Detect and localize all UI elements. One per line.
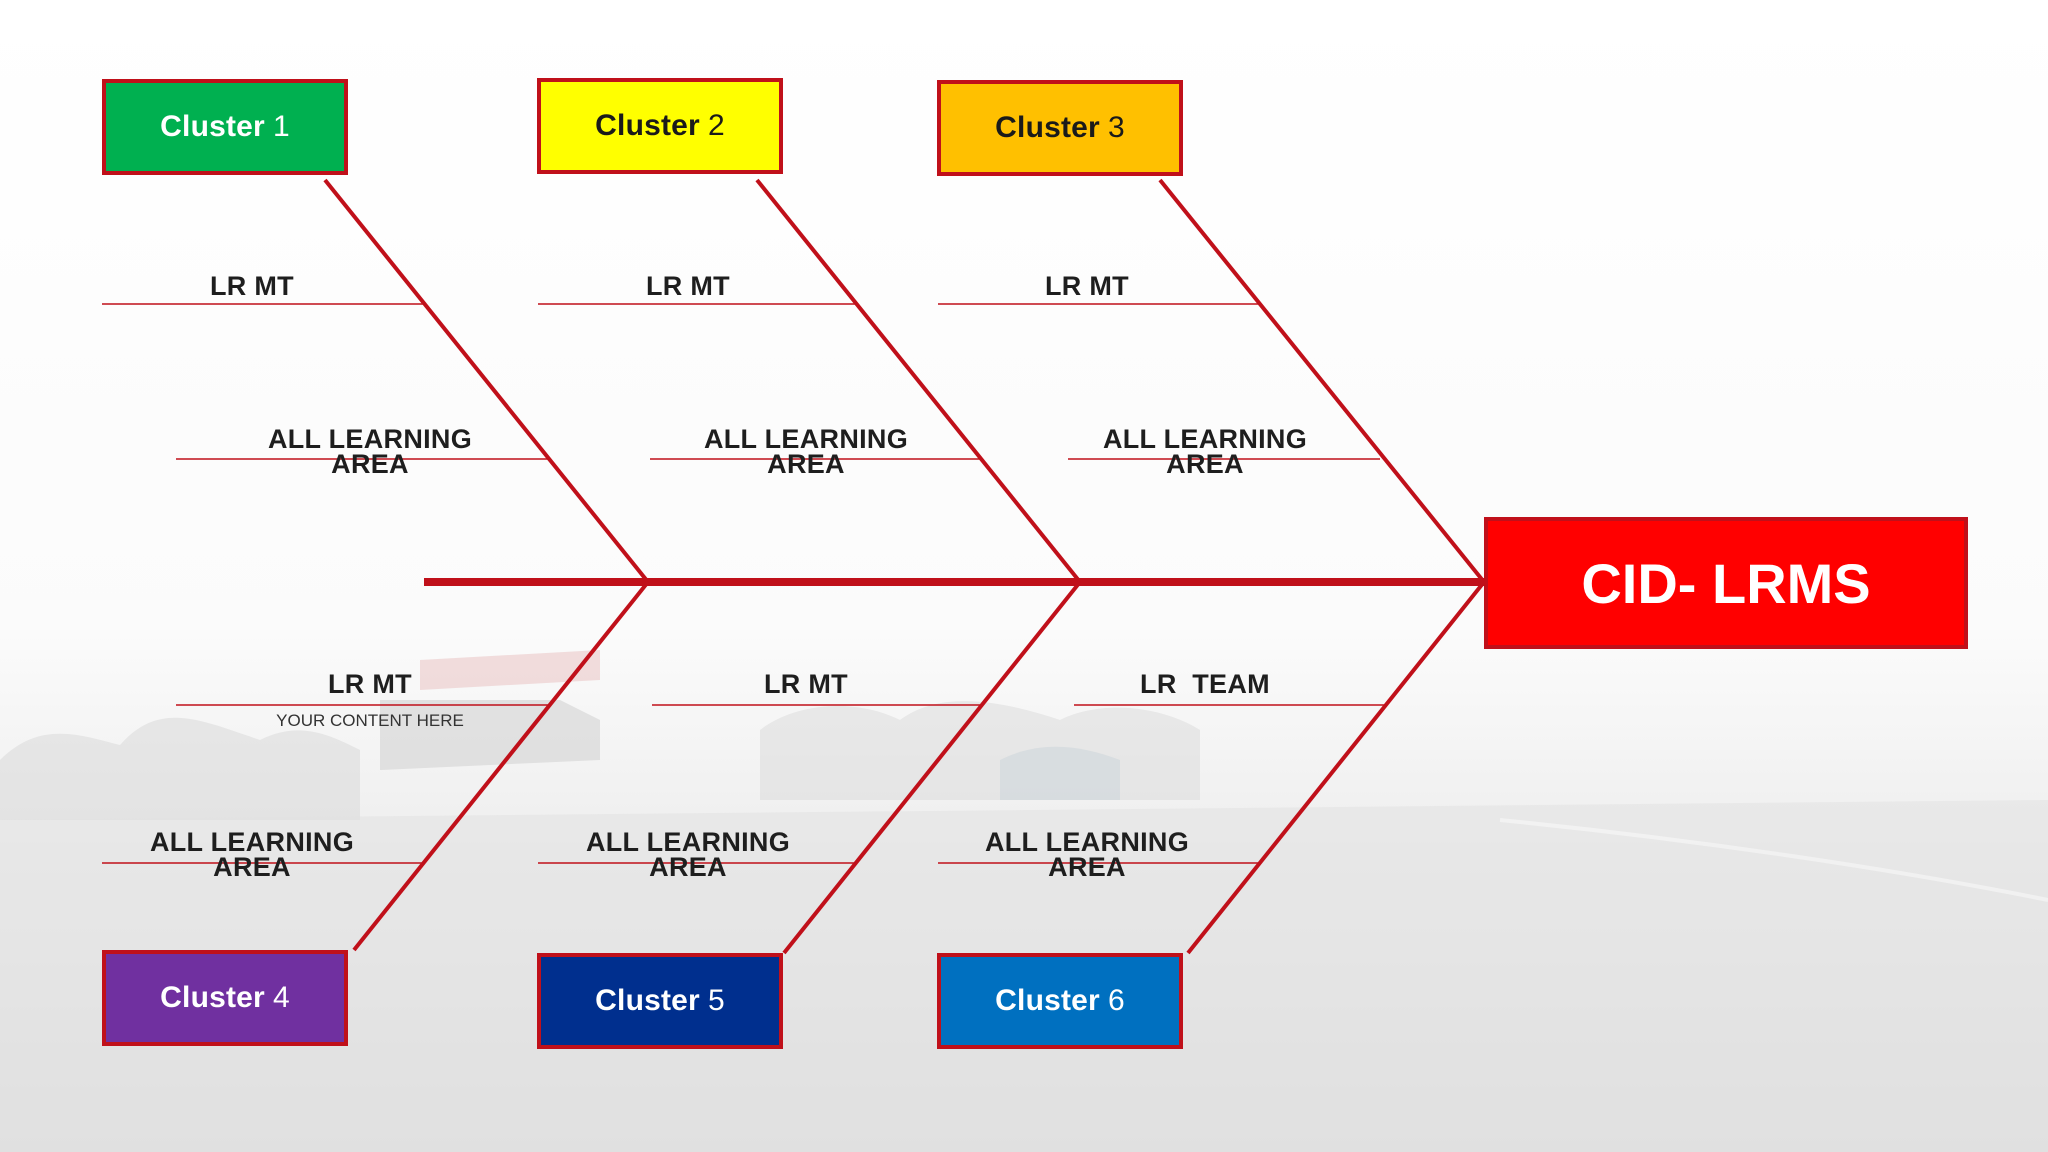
- cluster-1-label-lr-mt: LR MT: [210, 271, 294, 301]
- cluster-6-number: 6: [1107, 984, 1125, 1017]
- cluster-6-label-area: ALL LEARNING AREA: [984, 827, 1190, 882]
- cluster-2-number: 2: [707, 109, 725, 142]
- bone-cluster-4: [352, 580, 650, 952]
- bones-top: [323, 178, 1486, 584]
- cluster-1-number: 1: [272, 110, 290, 143]
- cluster-3-word: Cluster: [995, 111, 1100, 144]
- bone-cluster-6: [1186, 580, 1486, 955]
- cluster-4-word: Cluster: [160, 981, 265, 1014]
- cluster-2-word: Cluster: [595, 109, 700, 142]
- bone-cluster-1: [323, 178, 650, 584]
- cluster-5-number: 5: [707, 984, 725, 1017]
- cluster-1-label-area: ALL LEARNING AREA: [267, 424, 473, 479]
- cluster-3-label-lr-mt: LR MT: [1045, 271, 1129, 301]
- cluster-5-word: Cluster: [595, 984, 700, 1017]
- fishbone-head: CID- LRMS: [1484, 517, 1968, 649]
- cluster-3-label-area: ALL LEARNING AREA: [1102, 424, 1308, 479]
- cluster-5-label-lr-mt: LR MT: [764, 669, 848, 699]
- cluster-1-word: Cluster: [160, 110, 265, 143]
- cluster-4-number: 4: [272, 981, 290, 1014]
- bone-cluster-2: [755, 178, 1082, 584]
- cluster-4-label-lr-mt: LR MT: [328, 669, 412, 699]
- cluster-4-label-area: ALL LEARNING AREA: [149, 827, 355, 882]
- cluster-3-number: 3: [1107, 111, 1125, 144]
- bone-cluster-3: [1158, 178, 1486, 584]
- cluster-2-label-lr-mt: LR MT: [646, 271, 730, 301]
- cluster-4-content-note: YOUR CONTENT HERE: [276, 711, 464, 730]
- cluster-5-label-area: ALL LEARNING AREA: [585, 827, 791, 882]
- cluster-6-label-team: LR TEAM: [1140, 669, 1270, 699]
- cluster-2-label-area: ALL LEARNING AREA: [703, 424, 909, 479]
- bone-cluster-5: [782, 580, 1082, 955]
- rib-lines: [102, 303, 1384, 864]
- head-label: CID- LRMS: [1581, 551, 1871, 615]
- bones-bottom: [352, 580, 1486, 955]
- cluster-6-word: Cluster: [995, 984, 1100, 1017]
